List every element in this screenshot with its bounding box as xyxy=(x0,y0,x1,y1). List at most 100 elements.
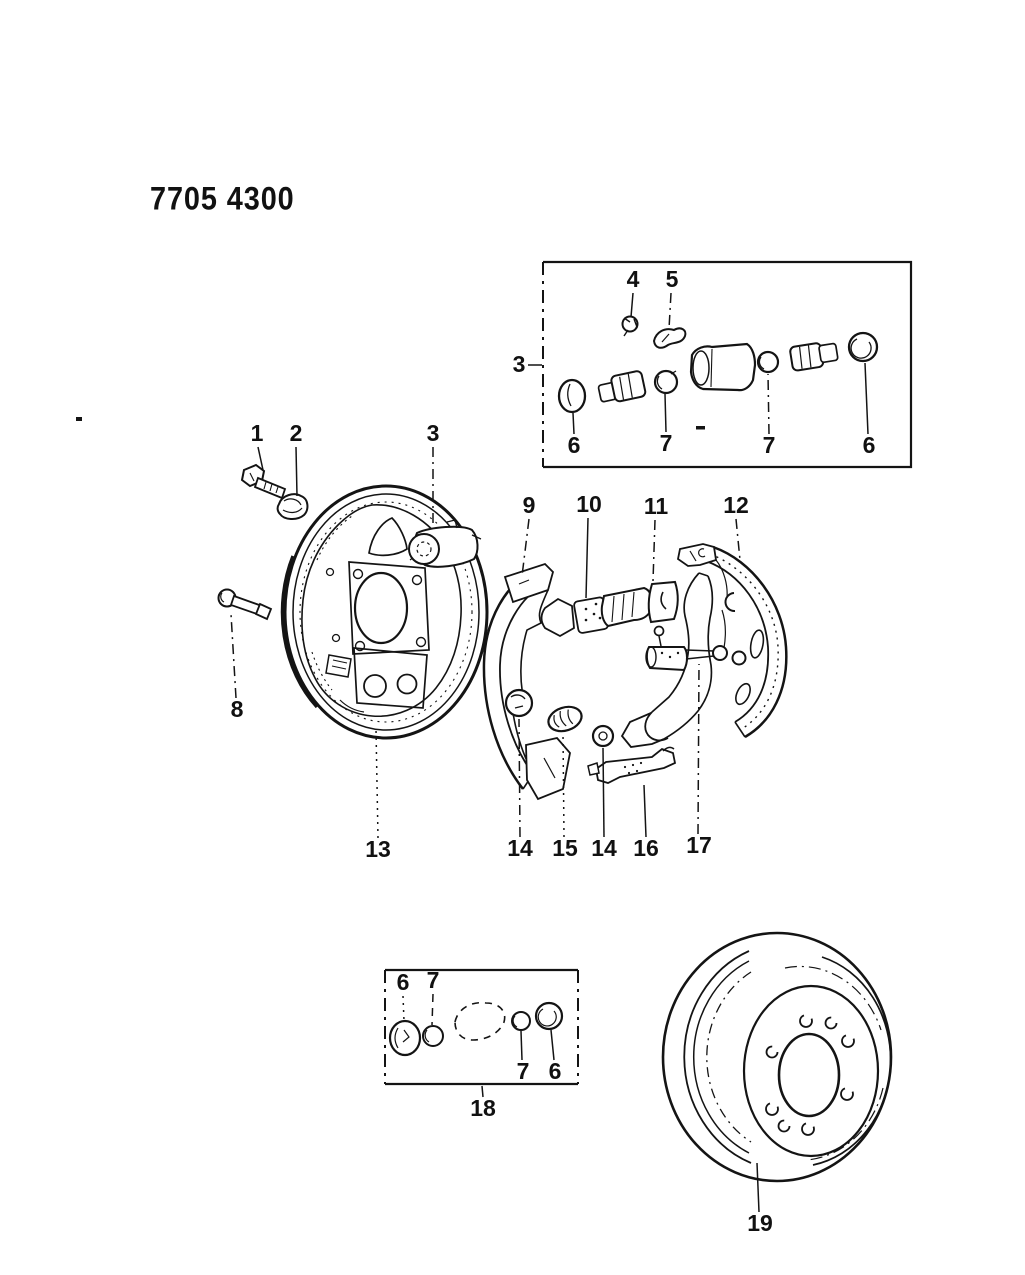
leader-line-7 xyxy=(431,993,434,1026)
pin17-rod xyxy=(685,649,715,660)
pin17-dot xyxy=(676,651,680,655)
plate-opening-top xyxy=(368,517,408,557)
backing-plate xyxy=(280,484,489,740)
piston-left-grooves xyxy=(619,373,633,400)
shoe12-slot-2 xyxy=(735,682,751,706)
callout-9: 9 xyxy=(523,492,536,518)
shoe12-lining-ends xyxy=(705,546,746,738)
plate-outer-edge xyxy=(283,484,489,740)
lever-pivot-hole xyxy=(731,650,747,666)
cup-seal-right-outline xyxy=(756,350,780,374)
knurl-dot xyxy=(594,602,598,606)
lever-bottom-hook xyxy=(644,711,669,742)
leader-line-19 xyxy=(756,1162,760,1213)
leader-line-6 xyxy=(550,1029,555,1061)
plate-face-dotted-arcs xyxy=(311,515,353,691)
callout-7: 7 xyxy=(660,430,673,456)
drum-bolt-hole-4 xyxy=(840,1087,854,1101)
kit18-cup-left-detail xyxy=(424,1029,430,1043)
shoe9-bottom-block xyxy=(525,737,571,801)
brake-drum xyxy=(661,931,893,1183)
shoe9-top-block xyxy=(503,562,555,604)
leader-line-18 xyxy=(481,1085,484,1098)
washer14b-center xyxy=(598,731,608,741)
dust-boot-right-outline xyxy=(847,331,879,363)
flange-hole-1 xyxy=(352,568,364,580)
spring15-coils xyxy=(553,709,574,728)
cup-seal-left-outline xyxy=(653,369,679,395)
retainer-2 xyxy=(276,493,309,520)
plate-rim xyxy=(292,493,480,731)
knurl-dot xyxy=(584,618,588,622)
leader-line-14 xyxy=(518,718,521,838)
cylinder-body xyxy=(689,342,757,392)
pin17-eye xyxy=(712,645,728,661)
leader-line-7 xyxy=(520,1030,523,1061)
piston-right xyxy=(789,342,839,372)
scan-artifact xyxy=(76,417,82,421)
leader-line-10 xyxy=(585,517,589,599)
kit18-boot-left xyxy=(388,1019,422,1057)
bolt1-shaft xyxy=(253,476,287,500)
leader-line-6 xyxy=(402,995,405,1022)
dust-boot-left-detail xyxy=(567,383,572,407)
piston-left xyxy=(597,370,647,403)
adjuster-strut-16 xyxy=(587,746,677,784)
strut16-dot xyxy=(623,765,627,769)
lever-c-hole xyxy=(724,592,736,613)
bleeder-screw-detail xyxy=(623,317,638,337)
callout-3: 3 xyxy=(513,351,526,377)
mounting-bolt-8 xyxy=(217,588,273,621)
bolt8-head-detail xyxy=(220,592,225,603)
wheel-cylinder-mounted xyxy=(408,519,482,568)
strut16-dot xyxy=(635,769,639,773)
leader-line-16 xyxy=(643,784,647,838)
knurl-dot xyxy=(598,616,602,620)
cup-seal-left xyxy=(653,369,679,395)
drum-bolt-hole-3 xyxy=(841,1034,855,1048)
strut16-dot xyxy=(639,761,643,765)
leader-line-12 xyxy=(735,518,741,561)
bleeder-cap-detail xyxy=(661,333,670,343)
callout-12: 12 xyxy=(723,492,749,518)
drum-bolt-hole-6 xyxy=(777,1119,791,1133)
leader-line-8 xyxy=(230,613,237,699)
callout-6: 6 xyxy=(397,969,410,995)
strut16-dot xyxy=(631,763,635,767)
pin17-dot xyxy=(660,651,664,655)
shoe12-lining-texture xyxy=(709,553,779,731)
callout-7: 7 xyxy=(763,432,776,458)
callout-6: 6 xyxy=(863,432,876,458)
plate-rim-dotted xyxy=(299,501,473,723)
dust-boot-right-detail xyxy=(850,338,872,359)
callout-2: 2 xyxy=(290,420,303,446)
pin17-head xyxy=(653,625,665,637)
callout-6: 6 xyxy=(549,1058,562,1084)
leader-line-17 xyxy=(697,663,700,835)
kit-box-border xyxy=(543,260,913,469)
lever-right-edge xyxy=(663,575,714,740)
pin17-body-end xyxy=(645,646,657,668)
leader-line-6 xyxy=(572,412,575,435)
callout-19: 19 xyxy=(747,1210,773,1236)
leader-line-13 xyxy=(375,728,379,839)
callout-11: 11 xyxy=(644,493,669,519)
brake-shoe-9 xyxy=(482,562,571,801)
piece11-outline xyxy=(647,580,679,624)
plate-hub-hole xyxy=(353,571,409,645)
leader-line-7 xyxy=(664,393,667,433)
kit18-cup-right-detail xyxy=(512,1015,518,1028)
knurl-dot xyxy=(592,612,596,616)
callout-16: 16 xyxy=(633,835,659,861)
leader-line-6 xyxy=(864,362,869,435)
cup-seal-right xyxy=(756,350,780,374)
flange-hole-4 xyxy=(354,640,366,652)
spring15-outline xyxy=(547,705,583,733)
drum-rib-1 xyxy=(683,950,752,1164)
leader-line-4 xyxy=(630,292,634,318)
drum-center-hole xyxy=(777,1032,841,1118)
plate-anchor-block xyxy=(353,647,428,709)
wheel-cylinder-bore xyxy=(416,541,432,557)
shoe9-top-block-detail xyxy=(518,579,530,585)
